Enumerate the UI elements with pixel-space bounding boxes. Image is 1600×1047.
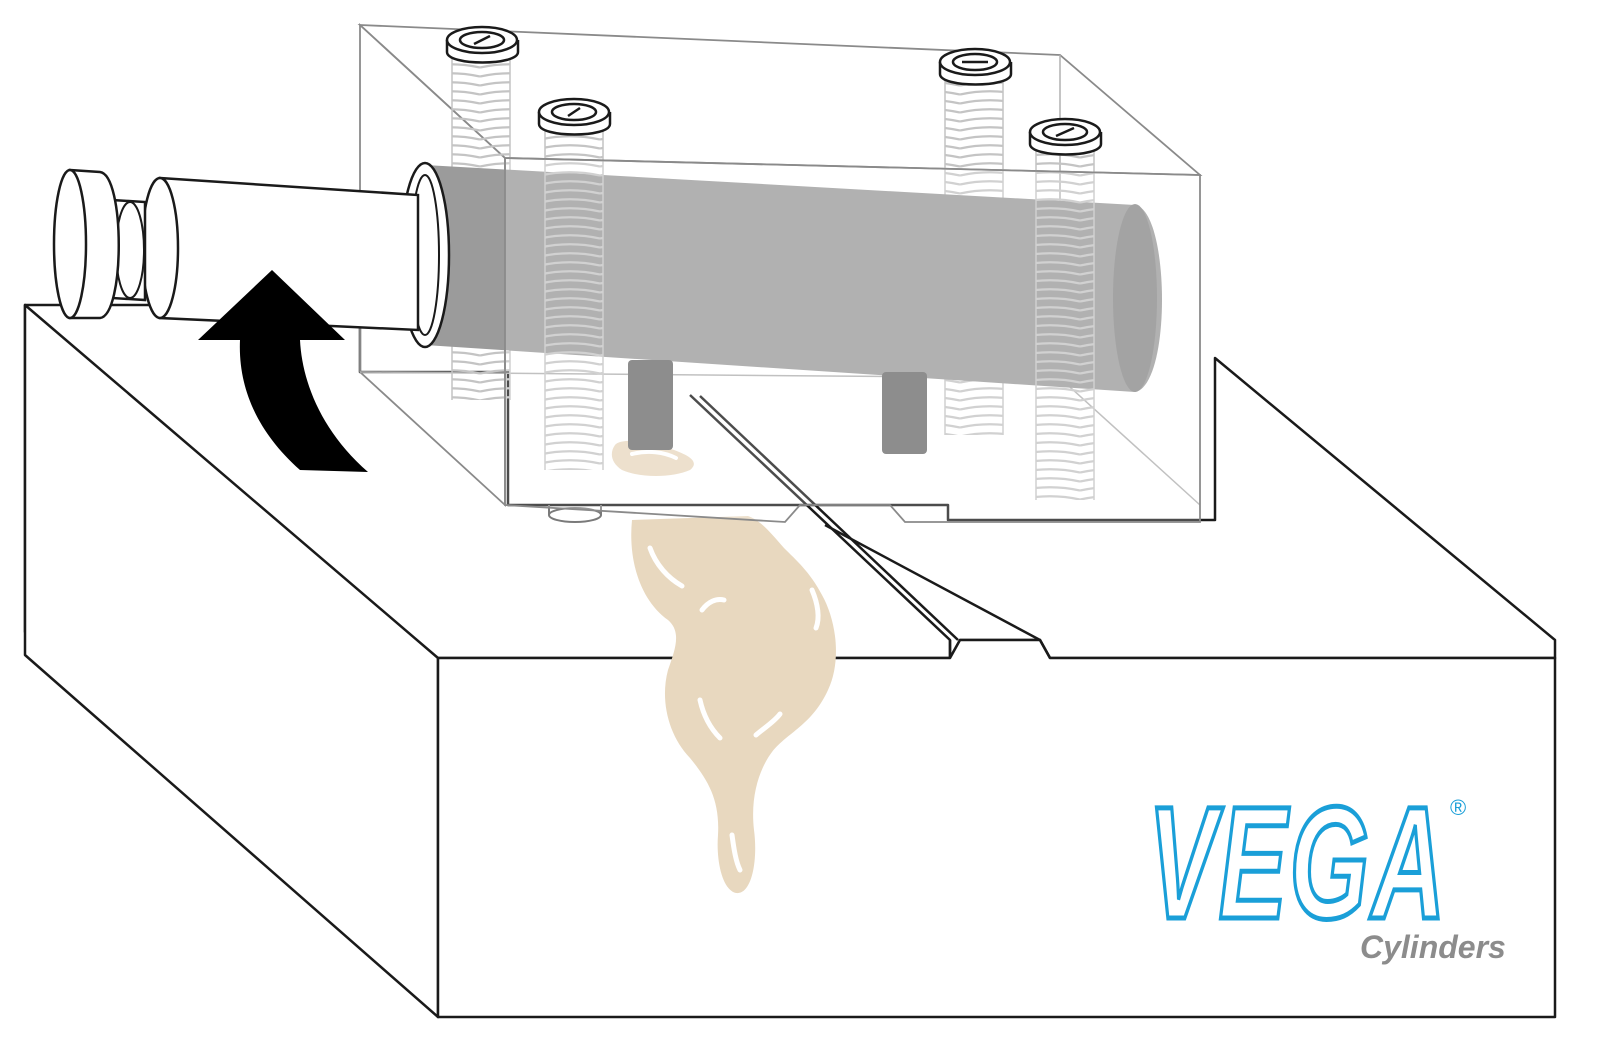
- fluid-leak: [631, 516, 836, 894]
- screw-head-icon: [445, 25, 1103, 156]
- rod-left: [628, 360, 673, 450]
- logo-subtitle: Cylinders: [1360, 929, 1506, 965]
- vega-logo: VEGA ® Cylinders: [1146, 771, 1506, 966]
- cylinder-barrel: [425, 165, 1163, 392]
- screw-tip: [548, 505, 602, 523]
- screw-front-right: [1035, 145, 1095, 500]
- manifold-front-face: [504, 157, 1201, 523]
- screw-head-front-left: [537, 97, 612, 136]
- screw-head-front-right: [1028, 117, 1103, 156]
- rod-right: [882, 372, 927, 454]
- screw-head-back-right: [938, 47, 1013, 86]
- screw-head-back-left: [445, 25, 520, 64]
- logo-registered-mark: ®: [1450, 795, 1466, 820]
- logo-brand: VEGA: [1148, 773, 1448, 952]
- hydraulic-cylinder: [52, 161, 1163, 454]
- screw-front-left: [544, 125, 604, 470]
- groove-channel: [689, 394, 1052, 659]
- curved-arrow-up-icon: [198, 270, 368, 472]
- fluid-highlights: [647, 545, 821, 873]
